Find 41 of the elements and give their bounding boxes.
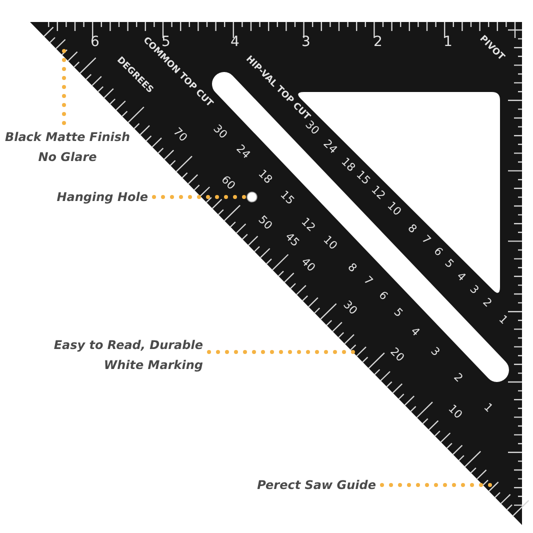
scale-number: 4 <box>408 324 422 339</box>
scale-number: 4 <box>454 270 468 284</box>
scale-number: 15 <box>278 188 297 208</box>
scale-number: 24 <box>234 142 253 162</box>
leader-line <box>380 483 494 487</box>
callout-text: Black Matte Finish No Glare <box>0 127 135 167</box>
scale-number: 7 <box>419 232 434 247</box>
scale-number: 70 <box>170 125 190 144</box>
scale-number: 7 <box>361 274 376 288</box>
scale-number: 4 <box>230 34 240 50</box>
scale-number: 60 <box>218 173 238 192</box>
scale-number: 30 <box>340 298 360 318</box>
scale-number: 3 <box>467 282 482 297</box>
callout-text: Perect Saw Guide <box>250 475 376 495</box>
scale-number: 1 <box>444 34 452 50</box>
scale-number: 6 <box>90 34 100 50</box>
scale-number: 6 <box>431 244 446 259</box>
scale-number: 5 <box>442 256 456 271</box>
scale-number: 30 <box>302 118 322 138</box>
scale-number: 40 <box>298 255 318 274</box>
scale-number: 1 <box>481 400 496 415</box>
callout-text: Hanging Hole <box>20 187 148 207</box>
scale-number: 8 <box>345 260 360 275</box>
scale-number: 30 <box>210 122 230 142</box>
callout-text: Easy to Read, Durable White Marking <box>35 335 203 375</box>
scale-number: 10 <box>320 233 340 252</box>
scale-number: 3 <box>302 34 310 50</box>
scale-number: 10 <box>446 402 465 422</box>
scale-number: 2 <box>374 34 382 50</box>
scale-number: 3 <box>428 344 442 359</box>
scale-number: 1 <box>496 312 510 327</box>
scale-number: 24 <box>320 137 340 156</box>
scale-number: 5 <box>391 306 406 320</box>
scale-number: 50 <box>256 213 275 232</box>
scale-number: 2 <box>451 370 466 385</box>
scale-number: 18 <box>256 167 275 186</box>
scale-number: 20 <box>388 345 407 364</box>
leader-line <box>152 195 248 199</box>
scale-number: 8 <box>405 222 420 236</box>
scale-number: 6 <box>376 288 390 303</box>
scale-number: 2 <box>480 296 494 310</box>
